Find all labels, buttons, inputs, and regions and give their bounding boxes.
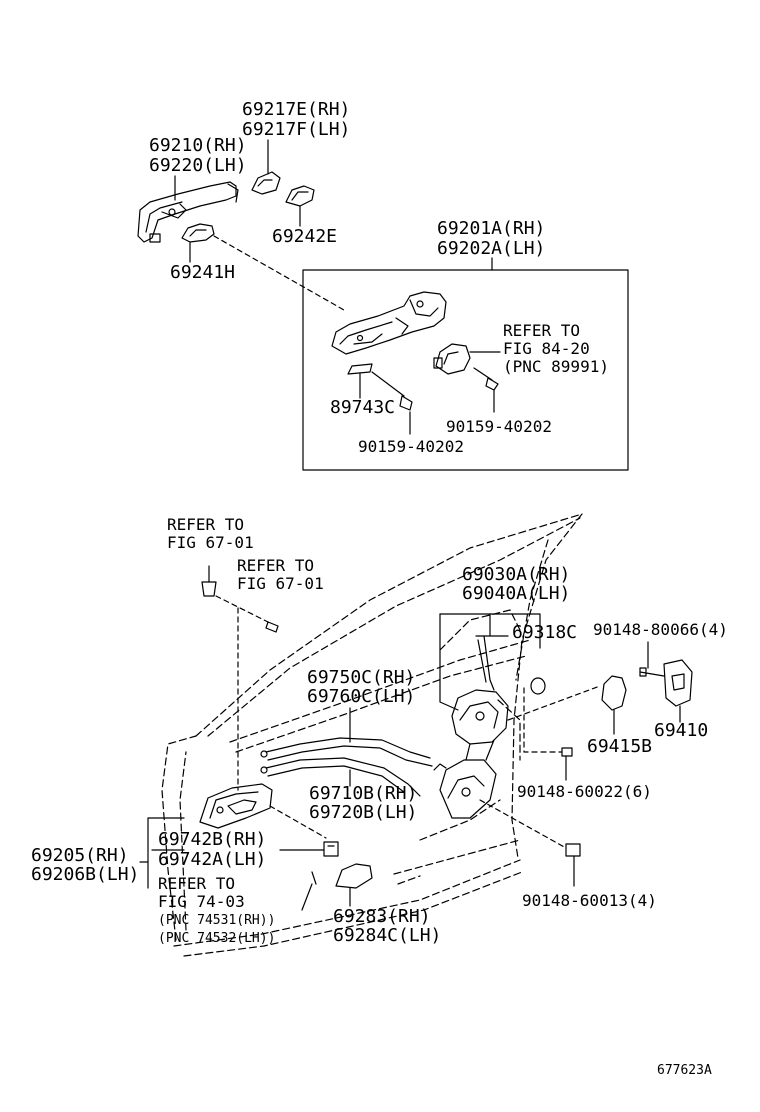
screw-67-01-b: [265, 621, 279, 633]
dash-gasket-to-frame: [213, 235, 345, 311]
label-69217F: 69217F(LH): [242, 119, 351, 140]
label-69040A: 69040A(LH): [462, 583, 571, 604]
bracket-69030A: [439, 613, 541, 649]
refer-84-20-line3: (PNC 89991): [503, 357, 609, 376]
cable-69710B: [260, 757, 421, 797]
dash-handle-to-bezel: [269, 805, 327, 839]
label-69217E: 69217E(RH): [242, 99, 351, 120]
label-69241H: 69241H: [170, 262, 236, 283]
label-90148-80066: 90148-80066(4): [593, 620, 728, 639]
handle-frame-assembly: [331, 291, 447, 355]
cable-69750C: [260, 737, 433, 767]
rod-69318C: [475, 635, 495, 691]
dash-screw-60022: [523, 687, 563, 753]
label-69205: 69205(RH): [31, 845, 129, 866]
handle-gasket: [181, 223, 215, 243]
door-inner-frame: [397, 609, 521, 885]
label-69202A: 69202A(LH): [437, 238, 546, 259]
label-89743C: 89743C: [330, 397, 396, 418]
dash-clip-a: [215, 595, 273, 625]
label-69030A: 69030A(RH): [462, 564, 571, 585]
outside-handle-frame: [137, 181, 239, 243]
label-69210: 69210(RH): [149, 135, 247, 156]
label-69284C: 69284C(LH): [333, 925, 442, 946]
screw-bottom: [371, 371, 413, 411]
label-69415B: 69415B: [587, 736, 653, 757]
label-69206B: 69206B(LH): [31, 864, 140, 885]
label-69750C: 69750C(RH): [307, 667, 416, 688]
label-69220: 69220(LH): [149, 155, 247, 176]
dash-screw-60013: [479, 799, 567, 849]
screw-90148-80066: [639, 667, 665, 677]
cover-69415B: [601, 675, 627, 711]
refer-67-01-b-line1: REFER TO: [237, 556, 315, 575]
refer-74-03-line3: (PNC 74531(RH)): [158, 913, 276, 928]
label-69283: 69283(RH): [333, 906, 431, 927]
refer-67-01-b-line2: FIG 67-01: [237, 574, 324, 593]
refer-74-03-line4: (PNC 74532(LH)): [158, 931, 276, 946]
label-69710B: 69710B(RH): [309, 783, 418, 804]
bracket-69205: [147, 817, 185, 889]
label-90148-60013: 90148-60013(4): [522, 891, 657, 910]
label-69242E: 69242E: [272, 226, 338, 247]
handle-pad: [285, 185, 315, 207]
lock-cylinder: [433, 343, 471, 375]
refer-67-01-a-line1: REFER TO: [167, 515, 245, 534]
handle-assembly-box: [302, 269, 629, 471]
bracket-89743C: [347, 363, 373, 375]
refer-84-20-line2: FIG 84-20: [503, 339, 590, 358]
pin-74-03: [311, 871, 317, 885]
label-90159-bottom: 90159-40202: [358, 437, 464, 456]
screw-top-right: [473, 367, 499, 391]
label-69760C: 69760C(LH): [307, 686, 416, 707]
clip-67-01-a: [201, 565, 217, 597]
label-69201A: 69201A(RH): [437, 218, 546, 239]
door-lock-assembly: [433, 689, 509, 819]
refer-84-20-line1: REFER TO: [503, 321, 581, 340]
label-69742B: 69742B(RH): [158, 829, 267, 850]
label-69720B: 69720B(LH): [309, 802, 418, 823]
dash-lock-to-striker: [507, 685, 601, 721]
refer-74-03-line1: REFER TO: [158, 874, 236, 893]
leader-74-03: [301, 883, 313, 911]
bracket-69030A-left: [439, 613, 459, 711]
label-69410: 69410: [654, 720, 709, 741]
door-outline: [161, 513, 583, 957]
label-69318C: 69318C: [512, 622, 578, 643]
diagram-code: 677623A: [657, 1063, 712, 1078]
clip-69742: [323, 841, 339, 857]
striker-69410: [663, 659, 693, 707]
label-90159-right: 90159-40202: [446, 417, 552, 436]
screw-90148-60022: [561, 747, 573, 781]
refer-67-01-a-line2: FIG 67-01: [167, 533, 254, 552]
refer-74-03-line2: FIG 74-03: [158, 892, 245, 911]
inside-handle: [199, 783, 273, 829]
screw-90148-60013: [565, 843, 581, 887]
label-90148-60022: 90148-60022(6): [517, 782, 652, 801]
cover-69283: [335, 863, 373, 889]
grommet: [530, 677, 546, 695]
handle-cap: [251, 171, 281, 195]
label-69742A: 69742A(LH): [158, 849, 267, 870]
